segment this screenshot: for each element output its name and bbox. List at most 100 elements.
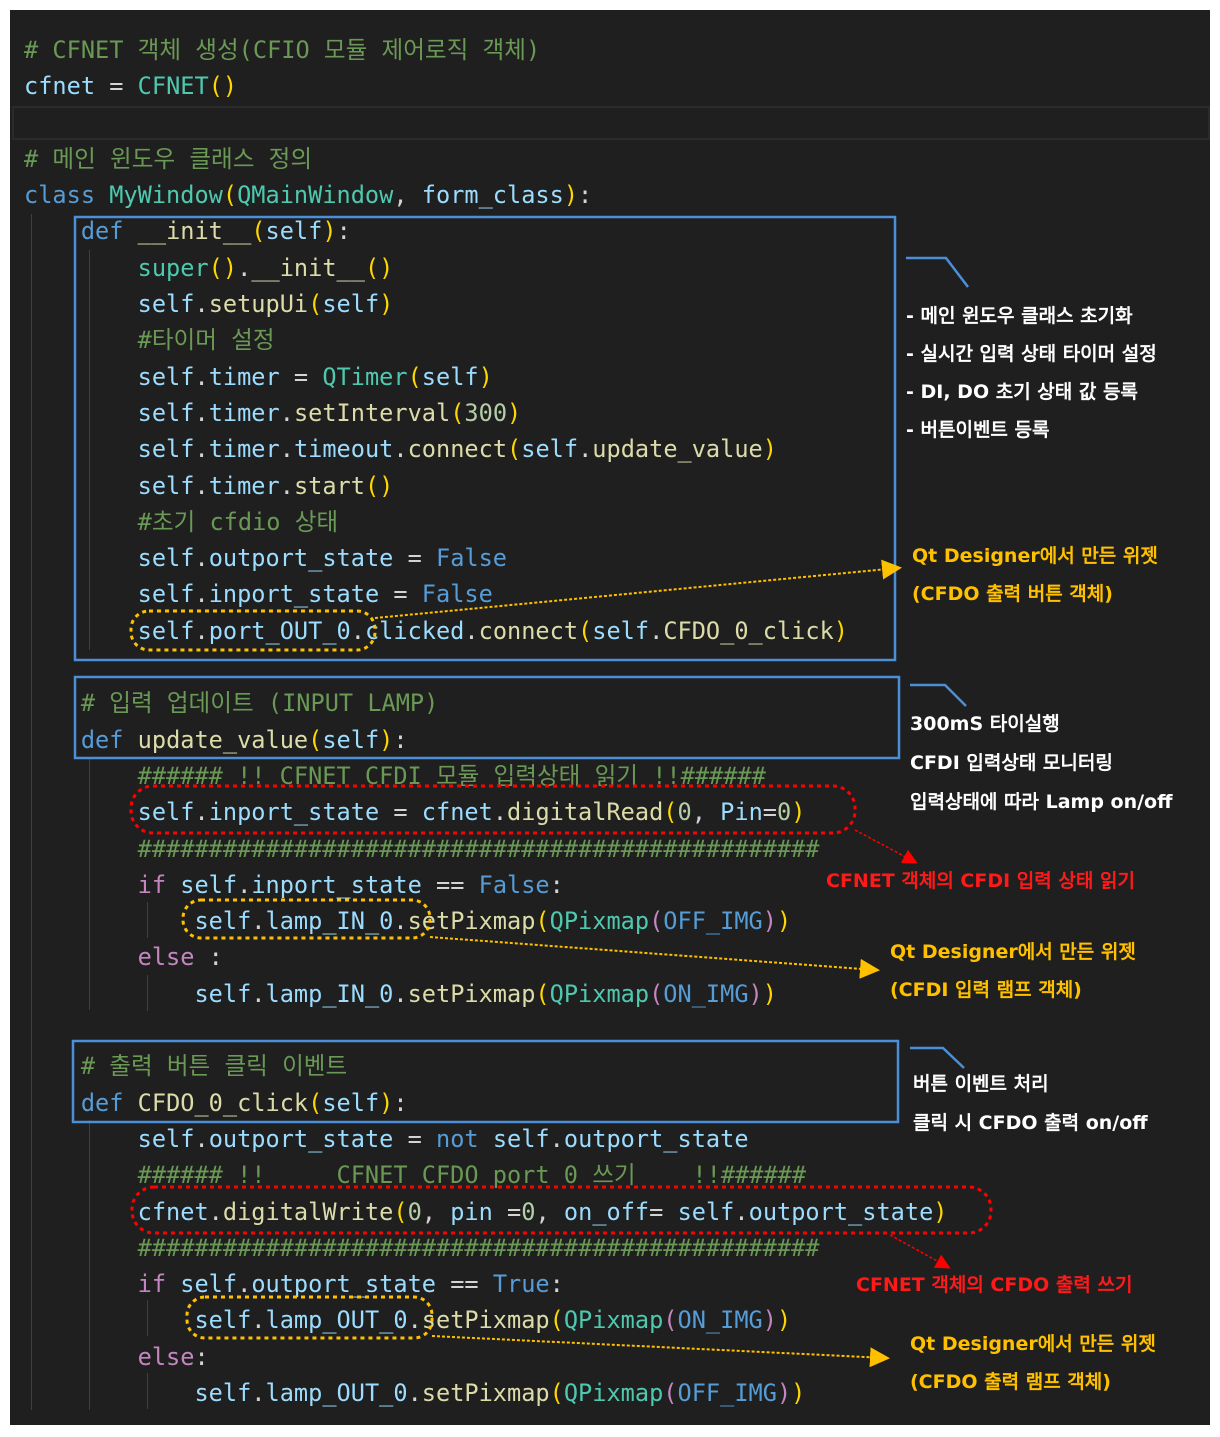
- code-token: connect: [407, 435, 508, 464]
- code-token: False: [421, 580, 493, 609]
- code-line[interactable]: # 입력 업데이트 (INPUT LAMP): [24, 685, 948, 721]
- arrow-digital-write: [889, 1234, 951, 1269]
- code-line[interactable]: cfnet = CFNET(): [24, 68, 948, 104]
- code-token: 0: [677, 798, 692, 827]
- code-view[interactable]: # CFNET 객체 생성(CFIO 모듈 제어로직 객체)cfnet = CF…: [24, 32, 948, 1411]
- code-line[interactable]: if self.inport_state == False:: [24, 867, 948, 903]
- code-token: (: [578, 616, 593, 645]
- code-token: QPixmap: [549, 907, 650, 936]
- code-token: timer: [208, 435, 280, 464]
- code-token: =: [393, 1124, 436, 1153]
- code-token: lamp_IN_0: [265, 979, 394, 1008]
- code-token: .: [251, 979, 266, 1008]
- code-token: (): [208, 72, 238, 101]
- code-line[interactable]: self.lamp_OUT_0.setPixmap(QPixmap(OFF_IM…: [24, 1375, 948, 1411]
- code-token: ): [762, 435, 777, 464]
- code-token: .: [407, 1306, 422, 1335]
- code-token: .: [194, 471, 209, 500]
- code-line[interactable]: self.lamp_OUT_0.setPixmap(QPixmap(ON_IMG…: [24, 1302, 948, 1338]
- code-token: .: [464, 616, 479, 645]
- code-line[interactable]: class MyWindow(QMainWindow, form_class):: [24, 177, 948, 213]
- code-token: self: [194, 979, 252, 1008]
- code-token: OFF_IMG: [663, 907, 763, 936]
- code-line[interactable]: else :: [24, 939, 948, 975]
- code-editor[interactable]: [10, 10, 1210, 1425]
- code-token: setPixmap: [421, 1378, 550, 1407]
- code-token: self: [677, 1197, 735, 1226]
- code-line[interactable]: self.port_OUT_0.clicked.connect(self.CFD…: [24, 613, 948, 649]
- code-token: .: [194, 798, 209, 827]
- code-token: ): [379, 1088, 394, 1117]
- code-token: self: [194, 1306, 252, 1335]
- code-token: timer: [208, 362, 280, 391]
- code-token: self: [194, 907, 252, 936]
- code-line[interactable]: # 메인 윈도우 클래스 정의: [24, 141, 948, 177]
- code-token: ): [933, 1197, 948, 1226]
- code-line[interactable]: ###### !! CFNET CFDO port 0 쓰기 !!######: [24, 1157, 948, 1193]
- code-line[interactable]: self.outport_state = False: [24, 540, 948, 576]
- code-line[interactable]: self.timer.timeout.connect(self.update_v…: [24, 431, 948, 467]
- lamp-out-highlight: [185, 1295, 434, 1340]
- code-token: self: [137, 580, 195, 609]
- code-token: self: [492, 1124, 550, 1153]
- code-token: (: [663, 1378, 678, 1407]
- code-token: .: [393, 435, 408, 464]
- code-line[interactable]: #타이머 설정: [24, 322, 948, 358]
- code-token: self: [137, 1124, 195, 1153]
- code-token: (: [407, 362, 422, 391]
- code-token: False: [435, 544, 508, 573]
- code-token: # 입력 업데이트 (INPUT LAMP): [80, 689, 439, 718]
- code-token: self: [592, 616, 650, 645]
- code-token: if: [137, 870, 181, 899]
- code-token: # 출력 버튼 클릭 이벤트: [80, 1052, 348, 1081]
- code-line[interactable]: # CFNET 객체 생성(CFIO 모듈 제어로직 객체): [24, 32, 948, 68]
- code-line[interactable]: else:: [24, 1339, 948, 1375]
- code-token: .: [549, 1124, 564, 1153]
- code-line[interactable]: def __init__(self):: [24, 213, 948, 249]
- code-token: pin: [450, 1197, 493, 1226]
- code-line[interactable]: self.timer.start(): [24, 468, 948, 504]
- code-line[interactable]: self.lamp_IN_0.setPixmap(QPixmap(ON_IMG)…: [24, 976, 948, 1012]
- code-line[interactable]: ########################################…: [24, 831, 948, 867]
- code-token: ): [776, 1378, 792, 1407]
- code-line[interactable]: cfnet.digitalWrite(0, pin =0, on_off= se…: [24, 1194, 948, 1230]
- code-token: inport_state: [208, 580, 380, 609]
- indent-guide: [31, 214, 32, 1410]
- code-token: (: [663, 1306, 678, 1335]
- code-token: (: [308, 1088, 323, 1117]
- port-out-highlight: [129, 609, 377, 652]
- code-line[interactable]: self.timer = QTimer(self): [24, 359, 948, 395]
- code-token: 0: [777, 798, 792, 827]
- code-token: QPixmap: [563, 1378, 664, 1407]
- code-line[interactable]: def CFDO_0_click(self):: [24, 1085, 948, 1121]
- code-token: =: [379, 798, 422, 827]
- code-line[interactable]: self.timer.setInterval(300): [24, 395, 948, 431]
- code-token: ########################################…: [137, 834, 820, 863]
- arrow-digital-read: [854, 829, 918, 864]
- code-line[interactable]: self.inport_state = False: [24, 576, 948, 612]
- code-line[interactable]: self.outport_state = not self.outport_st…: [24, 1121, 948, 1157]
- code-line[interactable]: if self.outport_state == True:: [24, 1266, 948, 1302]
- code-token: :: [393, 1088, 408, 1117]
- code-token: .: [350, 616, 365, 645]
- code-token: __init__: [137, 217, 252, 246]
- code-token: lamp_OUT_0: [265, 1306, 408, 1335]
- code-line[interactable]: self.inport_state = cfnet.digitalRead(0,…: [24, 794, 948, 830]
- code-token: def: [80, 217, 138, 246]
- code-line[interactable]: # 출력 버튼 클릭 이벤트: [24, 1048, 948, 1084]
- read-note: CFNET 객체의 CFDI 입력 상태 읽기: [826, 870, 1135, 892]
- code-line[interactable]: def update_value(self):: [24, 722, 948, 758]
- code-line[interactable]: #초기 cfdio 상태: [24, 504, 948, 540]
- click-note: 버튼 이벤트 처리: [913, 1073, 1049, 1095]
- code-token: cfnet: [137, 1197, 209, 1226]
- current-line-highlight: [12, 106, 1210, 140]
- code-line[interactable]: self.setupUi(self): [24, 286, 948, 322]
- code-token: (: [507, 435, 522, 464]
- code-token: .: [194, 398, 209, 427]
- code-token: ########################################…: [137, 1233, 820, 1262]
- code-token: CFDO_0_click: [137, 1088, 309, 1117]
- code-token: ON_IMG: [663, 979, 749, 1008]
- code-line[interactable]: ########################################…: [24, 1230, 948, 1266]
- code-token: .: [237, 870, 252, 899]
- code-line[interactable]: super().__init__(): [24, 250, 948, 286]
